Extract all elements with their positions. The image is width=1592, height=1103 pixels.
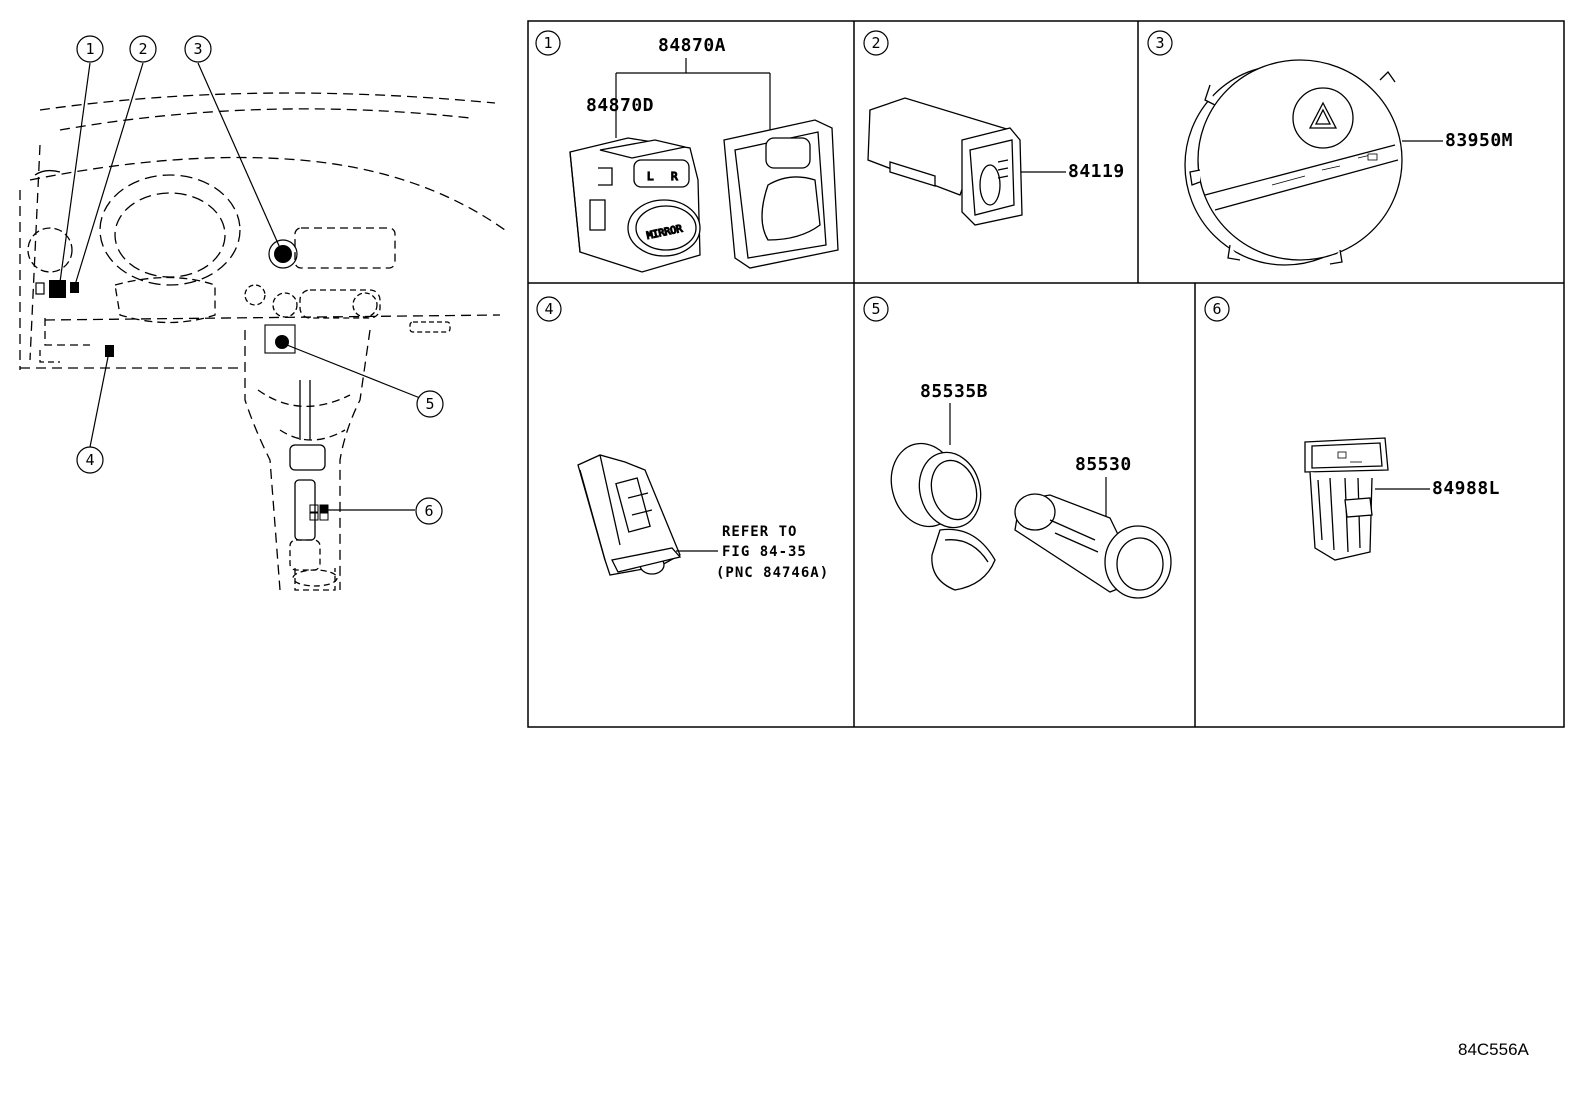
panel-grid	[527, 20, 1565, 728]
mirror-l-label: L	[647, 170, 654, 183]
svg-text:4: 4	[85, 451, 94, 469]
hazard-switch-marker	[274, 245, 292, 263]
callout-5[interactable]: 5	[416, 390, 444, 418]
refer-note-line-1: REFER TO	[722, 524, 797, 540]
console-switch-marker	[309, 504, 329, 521]
console-switch	[1304, 437, 1389, 561]
panel-6: 6 84988L	[1204, 296, 1500, 561]
panel-5-number: 5	[863, 296, 889, 322]
part-label-84870A[interactable]: 84870A	[658, 35, 726, 56]
svg-text:3: 3	[1155, 34, 1164, 52]
callout-leaders	[59, 62, 421, 511]
dashboard-switch-markers	[35, 239, 329, 521]
dashboard-overview	[19, 92, 506, 591]
panel-3-number: 3	[1147, 30, 1173, 56]
panel-5: 5 85535B 85530	[863, 296, 1172, 599]
overview-callouts: 1 2 3 4 5 6	[76, 35, 444, 525]
callout-3[interactable]: 3	[184, 35, 212, 63]
panel-1-number: 1	[535, 30, 561, 56]
svg-text:3: 3	[193, 40, 202, 58]
outlet-marker	[275, 335, 289, 349]
panel-1: 1 84870A 84870D L R MIRROR	[535, 30, 839, 273]
svg-text:1: 1	[543, 34, 552, 52]
svg-text:6: 6	[424, 502, 433, 520]
mirror-switch-assembly: L R MIRROR	[569, 137, 701, 273]
aux-switch	[577, 454, 682, 576]
callout-2[interactable]: 2	[129, 35, 157, 63]
dimmer-switch-marker	[70, 282, 79, 293]
callout-4[interactable]: 4	[76, 446, 104, 474]
svg-text:2: 2	[138, 40, 147, 58]
panel-6-number: 6	[1204, 296, 1230, 322]
aux-switch-marker	[105, 345, 114, 357]
svg-text:2: 2	[871, 34, 880, 52]
svg-text:1: 1	[85, 40, 94, 58]
hazard-switch	[1184, 59, 1403, 266]
refer-note-line-3[interactable]: (PNC 84746A)	[716, 565, 829, 581]
part-label-84119[interactable]: 84119	[1068, 161, 1125, 182]
part-label-83950M[interactable]: 83950M	[1445, 130, 1513, 151]
mirror-switch-bezel	[723, 119, 839, 269]
svg-text:5: 5	[425, 395, 434, 413]
callout-6[interactable]: 6	[415, 497, 443, 525]
outlet-cap-housing	[890, 442, 996, 591]
svg-text:5: 5	[871, 300, 880, 318]
refer-note-line-2[interactable]: FIG 84-35	[722, 544, 807, 560]
part-label-85530[interactable]: 85530	[1075, 454, 1132, 475]
part-label-84988L[interactable]: 84988L	[1432, 478, 1500, 499]
svg-text:4: 4	[544, 300, 553, 318]
callout-1[interactable]: 1	[76, 35, 104, 63]
svg-text:6: 6	[1212, 300, 1221, 318]
part-label-85535B[interactable]: 85535B	[920, 381, 988, 402]
outlet-socket	[1014, 493, 1172, 599]
panel-4-number: 4	[536, 296, 562, 322]
mirror-r-label: R	[671, 170, 678, 183]
mirror-switch-marker	[49, 280, 66, 298]
panel-3: 3 83950M	[1147, 30, 1513, 266]
panel-2-number: 2	[863, 30, 889, 56]
part-label-84870D[interactable]: 84870D	[586, 95, 654, 116]
panel-4: 4 REFER TO FIG 84-35 (PNC 84746A)	[536, 296, 829, 581]
dimmer-switch	[867, 97, 1023, 226]
figure-code: 84C556A	[1458, 1040, 1530, 1059]
panel-2: 2 84119	[863, 30, 1125, 226]
